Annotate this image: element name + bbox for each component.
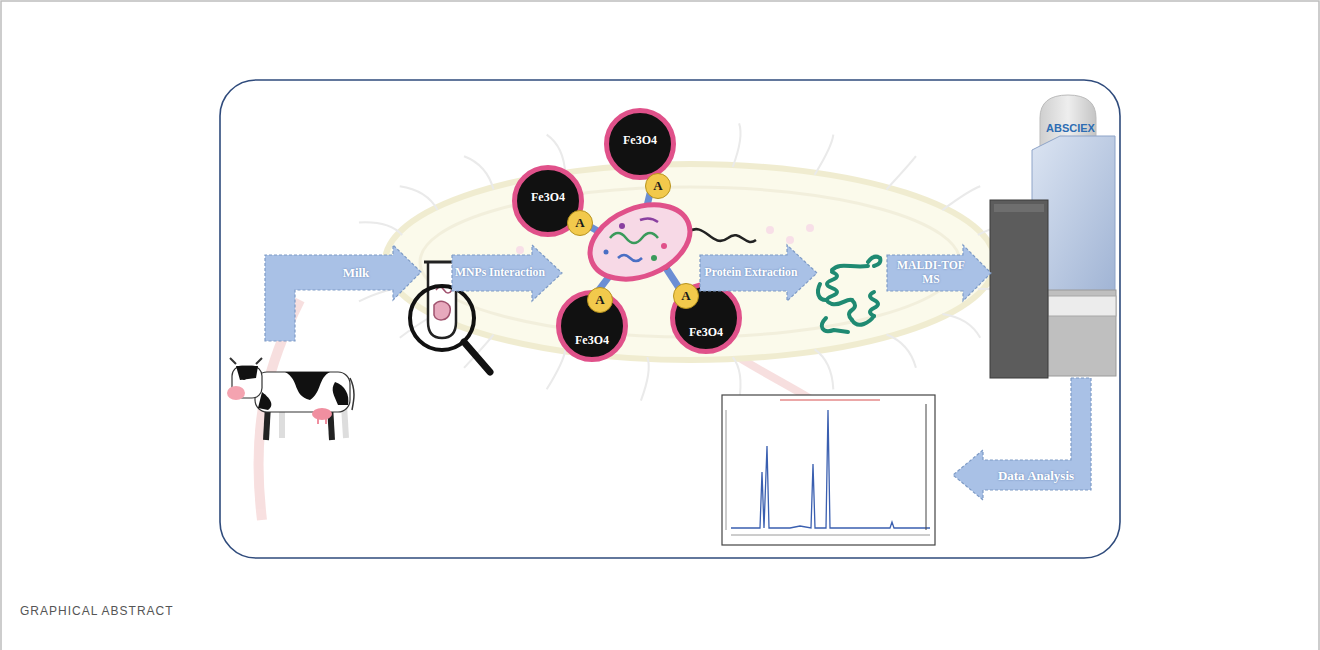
- pilus: [815, 135, 834, 175]
- protein-structure: [818, 257, 880, 332]
- antibody-badge: A: [587, 287, 613, 313]
- antibody-label: A: [575, 216, 584, 230]
- process-arrow: Protein Extraction: [700, 245, 817, 301]
- pilus: [886, 156, 915, 189]
- arrow-outline: [887, 245, 991, 301]
- arrow-outline: [700, 245, 817, 301]
- arrow-text-area: Protein Extraction: [702, 251, 800, 295]
- particle-label: Fe3O4: [609, 133, 671, 147]
- pilus: [815, 349, 834, 389]
- antibody-badge: A: [645, 173, 671, 199]
- cow-illustration: [227, 358, 354, 440]
- antibody-label: A: [595, 293, 604, 307]
- arrow-outline: [953, 378, 1091, 500]
- antibody-label: A: [653, 179, 662, 193]
- particle-label: Fe3O4: [561, 333, 623, 347]
- magnetic-nanoparticle: Fe3O4 A: [556, 290, 628, 362]
- step-label: Data Analysis: [998, 468, 1074, 483]
- particle-label: Fe3O4: [675, 325, 737, 339]
- pilus: [733, 123, 741, 167]
- arrow-text-area: MNPs Interaction: [454, 251, 546, 295]
- process-arrow: Milk: [263, 245, 423, 342]
- step-label: Milk: [343, 265, 370, 280]
- pilus: [886, 335, 915, 368]
- pilus: [942, 186, 980, 210]
- arrow-shape: [263, 245, 423, 342]
- pilus: [547, 349, 566, 389]
- antibody-badge: A: [673, 283, 699, 309]
- antibody-badge: A: [567, 210, 593, 236]
- pilus: [733, 357, 741, 401]
- pilus: [942, 314, 980, 338]
- arrow-text-area: Data Analysis: [981, 460, 1091, 490]
- pilus: [400, 186, 438, 210]
- process-arrow: MALDI-TOF MS: [887, 245, 991, 301]
- antibody-label: A: [681, 289, 690, 303]
- step-label: MALDI-TOF MS: [891, 259, 971, 287]
- arrow-text-area: MALDI-TOF MS: [891, 251, 971, 295]
- mass-spectrum: [722, 395, 935, 545]
- arrow-text-area: Milk: [313, 255, 399, 290]
- figure-caption: GRAPHICAL ABSTRACT: [20, 604, 174, 618]
- maldi-tof-instrument: [990, 95, 1116, 378]
- arrow-shape: [953, 378, 1093, 502]
- magnetic-nanoparticle: Fe3O4 A: [670, 282, 742, 354]
- brand-label: ABSCIEX: [1046, 122, 1095, 134]
- pilus: [464, 156, 493, 189]
- step-label: Protein Extraction: [705, 266, 798, 280]
- arrow-outline: [452, 245, 562, 301]
- pilus: [641, 357, 649, 401]
- magnetic-nanoparticle: Fe3O4A: [512, 165, 584, 237]
- particle-label: Fe3O4: [517, 190, 579, 204]
- arrow-outline: [265, 245, 421, 341]
- process-arrow: Data Analysis: [953, 378, 1093, 502]
- step-label: MNPs Interaction: [455, 266, 545, 280]
- magnetic-nanoparticle: Fe3O4A: [604, 108, 676, 180]
- pilus: [359, 222, 402, 235]
- process-arrow: MNPs Interaction: [452, 245, 562, 301]
- abstract-frame: [220, 80, 1120, 558]
